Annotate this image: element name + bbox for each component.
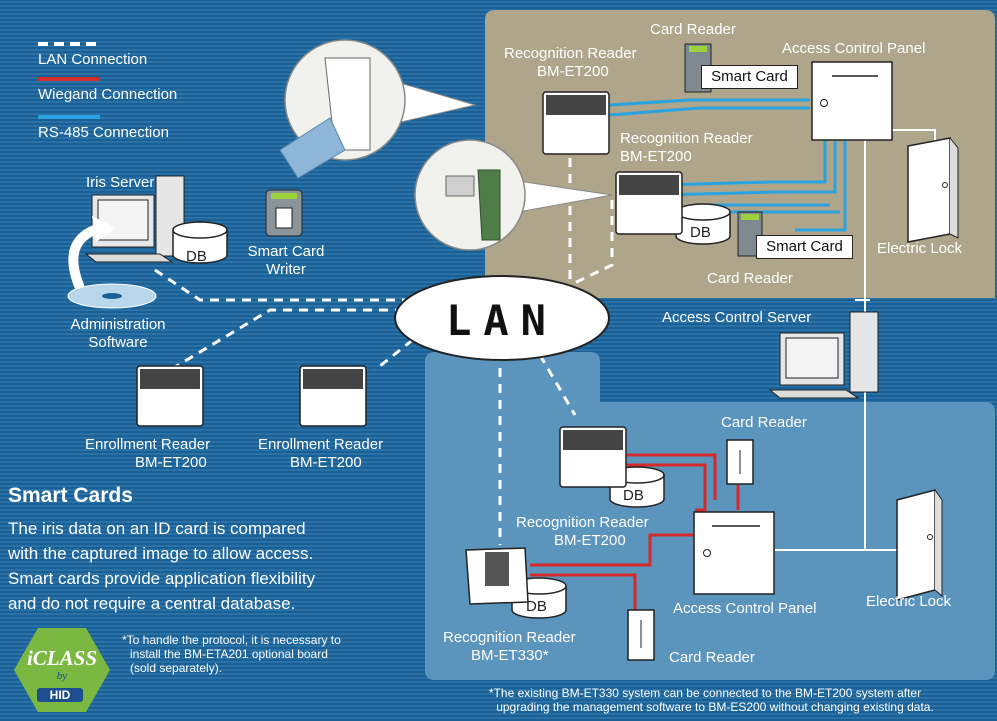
enrollment-reader-2-label: Enrollment Reader [258,436,384,453]
recognition-reader-2-model: BM-ET200 [620,148,692,165]
access-control-panel-top-label: Access Control Panel [782,40,926,57]
access-control-server-label: Access Control Server [662,309,812,326]
smart-cards-line-2: with the captured image to allow access. [8,544,314,563]
smart-cards-heading: Smart Cards [8,484,133,507]
recognition-reader-4-model: BM-ET330* [471,647,549,664]
card-reader-top-label: Card Reader [650,21,736,38]
footnote-et330-line-2: upgrading the management software to BM-… [496,700,934,714]
footnote-eta201-line-2: install the BM-ETA201 optional board [130,647,328,661]
admin-software-label: Administration Software [70,316,166,351]
iclass-logo-text: iCLASS [26,646,98,670]
card-reader-mid-label: Card Reader [707,270,793,287]
iclass-logo-by: by [56,670,68,682]
recognition-reader-1-model: BM-ET200 [537,63,609,80]
db-label-iris: DB [186,248,207,265]
enrollment-reader-1-label: Enrollment Reader [85,436,211,453]
enrollment-reader-2-model: BM-ET200 [290,454,362,471]
smart-cards-line-4: and do not require a central database. [8,594,296,613]
smart-cards-line-3: Smart cards provide application flexibil… [8,569,316,588]
db-label-rr2: DB [690,224,711,241]
access-control-panel-bottom-label: Access Control Panel [673,600,817,617]
smart-card-box-1: Smart Card [701,65,798,89]
card-reader-bottom-label: Card Reader [721,414,807,431]
db-label-rr3: DB [623,487,644,504]
electric-lock-top-label: Electric Lock [877,240,963,257]
lan-label: LAN [446,296,558,345]
electric-lock-bottom-label: Electric Lock [866,593,952,610]
footnote-eta201-line-1: *To handle the protocol, it is necessary… [122,633,341,647]
recognition-reader-4-label: Recognition Reader [443,629,576,646]
hid-logo: HID [49,688,71,702]
footnote-et330-line-1: *The existing BM-ET330 system can be con… [488,686,922,700]
smart-cards-line-1: The iris data on an ID card is compared [8,519,306,538]
recognition-reader-1-label: Recognition Reader [504,45,637,62]
recognition-reader-2-label: Recognition Reader [620,130,753,147]
legend-lan-label: LAN Connection [38,51,148,68]
card-reader-lower-label: Card Reader [669,649,755,666]
smart-card-box-2: Smart Card [756,235,853,259]
iris-server-label: Iris Server [86,174,155,191]
enrollment-reader-1-model: BM-ET200 [135,454,207,471]
db-label-et330: DB [526,598,547,615]
footnote-eta201-line-3: (sold separately). [130,661,223,675]
recognition-reader-3-model: BM-ET200 [554,532,626,549]
legend-wiegand-label: Wiegand Connection [38,86,178,103]
legend-rs485-label: RS-485 Connection [38,124,169,141]
recognition-reader-3-label: Recognition Reader [516,514,649,531]
smart-card-writer-label: Smart Card Writer [247,243,325,278]
